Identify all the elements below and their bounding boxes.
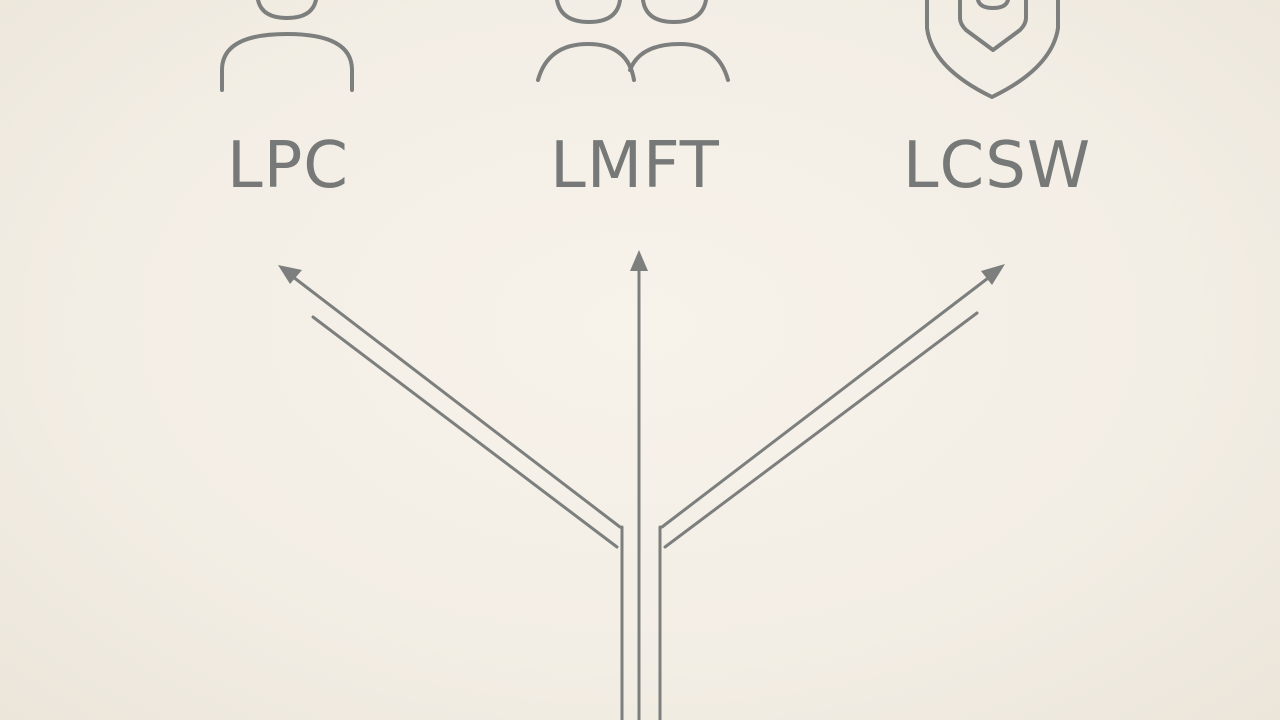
shield-heart-icon	[925, 0, 1060, 99]
arrow-to-lmft	[620, 264, 662, 720]
label-lcsw: LCSW	[902, 129, 1092, 203]
arrowhead-lpc	[278, 265, 302, 284]
arrow-to-lcsw	[660, 270, 998, 549]
label-lmft: LMFT	[550, 129, 720, 203]
arrow-to-lpc	[282, 268, 622, 549]
arrowhead-lcsw	[981, 264, 1005, 285]
couple-icon	[536, 0, 730, 82]
person-icon	[220, 0, 354, 92]
arrowhead-lmft	[630, 250, 648, 271]
label-lpc: LPC	[227, 129, 349, 203]
